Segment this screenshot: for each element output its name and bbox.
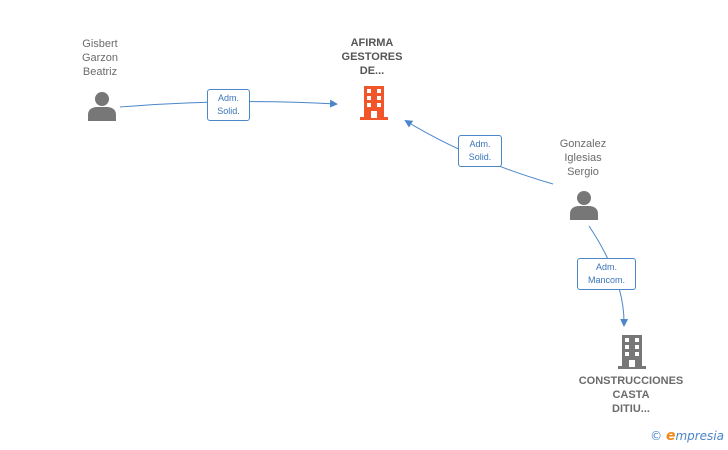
node-label-construcciones: CONSTRUCCIONES CASTA DITIU... [578, 375, 684, 415]
node-label-afirma: AFIRMA GESTORES DE... [341, 37, 403, 77]
empresia-logo-text: mpresia [675, 429, 724, 443]
empresia-watermark: © empresia [650, 428, 724, 444]
copyright-symbol: © [650, 429, 663, 443]
edge-label-gisbert-afirma[interactable]: Adm. Solid. [207, 89, 250, 121]
empresia-logo-initial: e [665, 428, 676, 444]
node-label-gisbert: Gisbert Garzon Beatriz [81, 38, 119, 78]
person-icon[interactable] [568, 190, 600, 220]
building-icon[interactable] [616, 335, 648, 369]
building-icon[interactable] [358, 86, 390, 120]
edge-label-gonzalez-afirma[interactable]: Adm. Solid. [458, 135, 502, 167]
edge-label-gonzalez-construcciones[interactable]: Adm. Mancom. [577, 258, 636, 290]
node-label-gonzalez: Gonzalez Iglesias Sergio [559, 138, 607, 178]
person-icon[interactable] [86, 91, 118, 121]
